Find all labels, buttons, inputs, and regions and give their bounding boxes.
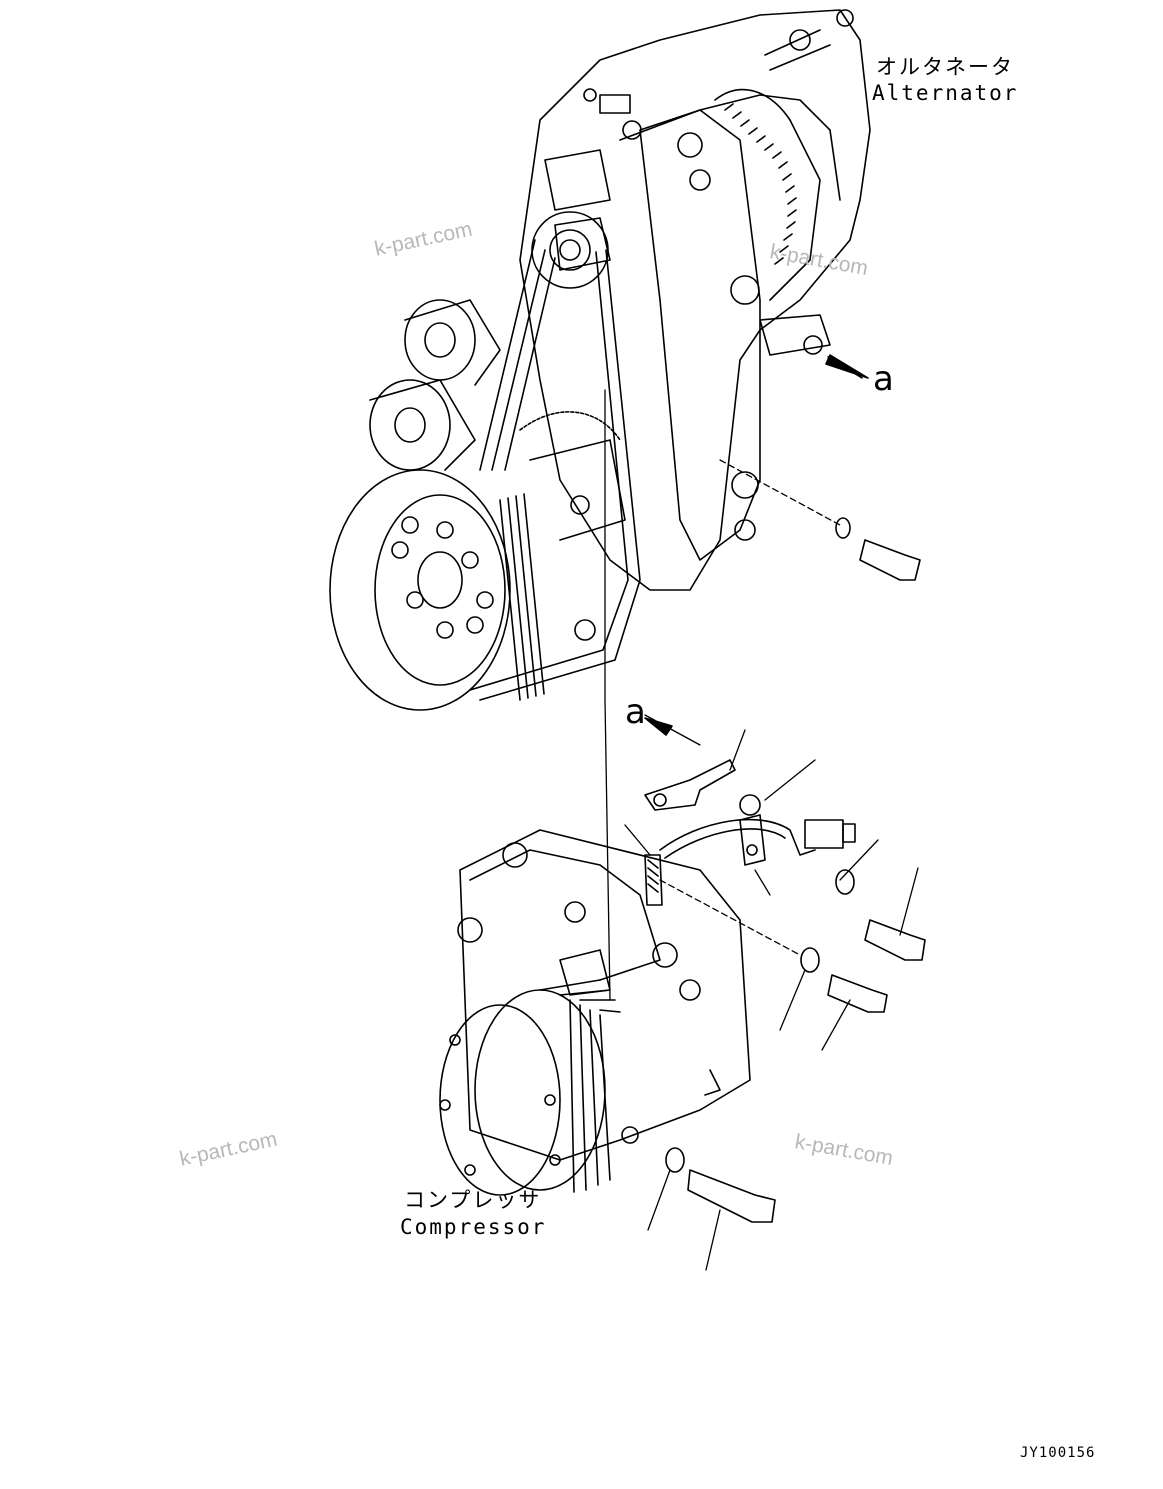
leader-lines: [604, 389, 919, 1271]
compressor-assembly: [439, 829, 751, 1196]
alternator-assembly: [519, 9, 871, 591]
alternator-label-jp: オルタネータ: [876, 55, 1014, 79]
alternator-label-en: Alternator: [872, 81, 1019, 105]
callout-a-mid: a: [625, 692, 646, 732]
harness-bracket: [644, 759, 856, 906]
compressor-label-en: Compressor: [400, 1215, 547, 1239]
fasteners: [665, 517, 926, 1223]
callout-arrows: [644, 354, 869, 736]
callout-a-top: a: [873, 359, 894, 399]
drawing-code: JY100156: [1020, 1445, 1096, 1461]
compressor-label-jp: コンプレッサ: [404, 1188, 542, 1212]
belt-drive: [329, 211, 641, 711]
